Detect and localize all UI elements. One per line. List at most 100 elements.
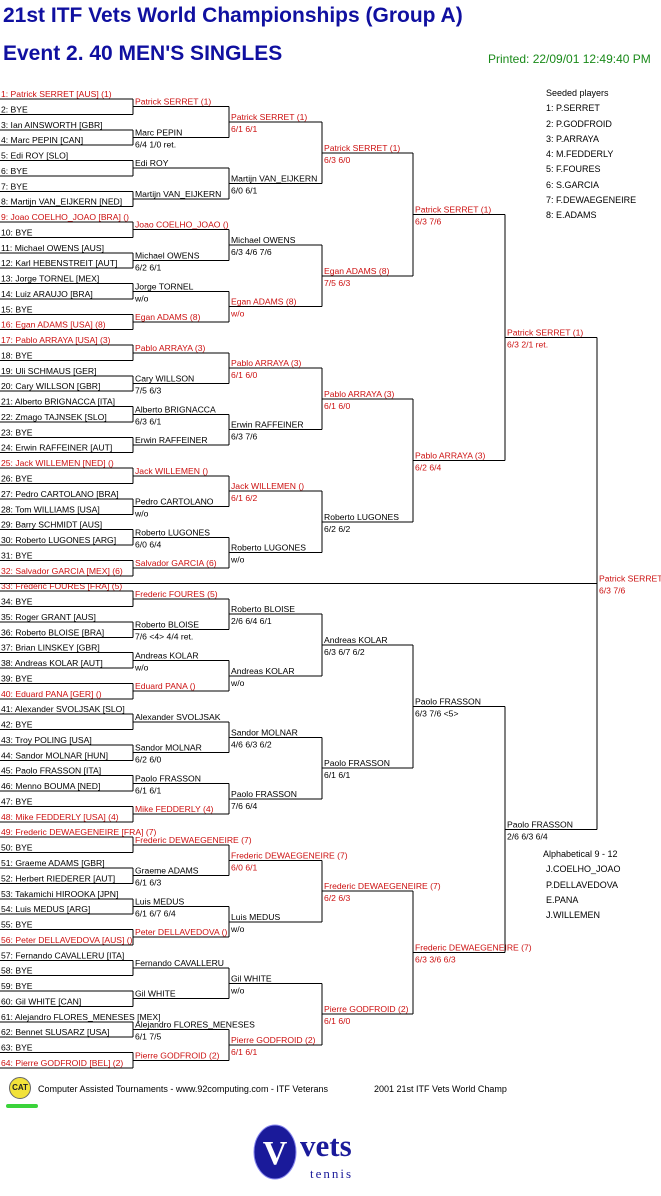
draw-entry: 12: Karl HEBENSTREIT [AUT] [1,258,117,268]
page-title: 21st ITF Vets World Championships (Group… [3,4,463,27]
winner-name: Andreas KOLAR [135,650,199,660]
draw-entry: 32: Salvador GARCIA [MEX] (6) [1,566,123,576]
match-score: 6/3 2/1 ret. [507,339,548,349]
seeded-players-list: Seeded players 1: P.SERRET 2: P.GODFROID… [546,86,636,224]
draw-entry: 1: Patrick SERRET [AUS] (1) [1,89,112,99]
seeded-player: 4: M.FEDDERLY [546,149,614,160]
match-score: w/o [230,924,245,934]
winner-name: Frederic DEWAEGENEIRE (7) [324,881,441,891]
draw-entry: 39: BYE [1,673,33,683]
match-score: 4/6 6/3 6/2 [231,739,272,749]
match-score: 6/1 6/3 [135,878,162,888]
draw-entry: 16: Egan ADAMS [USA] (8) [1,320,106,330]
draw-entry: 13: Jorge TORNEL [MEX] [1,274,99,284]
winner-name: Frederic FOURES (5) [135,589,218,599]
draw-entry: 19: Uli SCHMAUS [GER] [1,366,97,376]
draw-entry: 15: BYE [1,304,33,314]
match-score: 2/6 6/4 6/1 [231,616,272,626]
winner-name: Pablo ARRAYA (3) [415,450,486,460]
winner-name: Egan ADAMS (8) [324,266,390,276]
match-score: 6/1 6/2 [231,493,258,503]
winner-name: Luis MEDUS [135,896,184,906]
match-score: w/o [134,509,149,519]
winner-name: Jack WILLEMEN () [231,481,304,491]
cat-logo-underline [6,1104,38,1108]
draw-entry: 25: Jack WILLEMEN [NED] () [1,458,114,468]
match-score: 6/3 6/7 6/2 [324,647,365,657]
winner-name: Frederic DEWAEGENEIRE (7) [231,850,348,860]
draw-entry: 24: Erwin RAFFEINER [AUT] [1,443,112,453]
match-score: 6/1 6/7 6/4 [135,908,176,918]
match-score: w/o [134,662,149,672]
draw-entry: 34: BYE [1,597,33,607]
winner-name: Roberto LUGONES [135,527,210,537]
draw-entry: 45: Paolo FRASSON [ITA] [1,766,101,776]
alphabetical-player: J.WILLEMEN [546,910,601,921]
winner-name: Pedro CARTOLANO [135,497,214,507]
winner-name: Gil WHITE [231,973,272,983]
winner-name: Michael OWENS [135,250,200,260]
winner-name: Eduard PANA () [135,681,196,691]
draw-entry: 60: Gil WHITE [CAN] [1,996,81,1006]
match-score: 6/1 6/1 [324,770,351,780]
draw-entry: 36: Roberto BLOISE [BRA] [1,627,104,637]
draw-entry: 30: Roberto LUGONES [ARG] [1,535,116,545]
winner-name: Jack WILLEMEN () [135,466,208,476]
winner-name: Peter DELLAVEDOVA () [135,927,227,937]
draw-entry: 35: Roger GRANT [AUS] [1,612,96,622]
match-score: 6/1 6/1 [231,1047,258,1057]
draw-entry: 21: Alberto BRIGNACCA [ITA] [1,397,115,407]
winner-name: Egan ADAMS (8) [231,297,297,307]
winner-name: Pierre GODFROID (2) [135,1050,220,1060]
draw-entry: 51: Graeme ADAMS [GBR] [1,858,105,868]
match-score: 6/1 7/5 [135,1031,162,1041]
match-score: 6/0 6/1 [231,862,258,872]
draw-entry: 38: Andreas KOLAR [AUT] [1,658,103,668]
winner-name: Patrick SERRET (1) [415,204,491,214]
winner-name: Salvador GARCIA (6) [135,558,217,568]
draw-entry: 40: Eduard PANA [GER] () [1,689,102,699]
draw-entry: 29: Barry SCHMIDT [AUS] [1,520,102,530]
match-score: 6/3 4/6 7/6 [231,247,272,257]
match-score: 6/2 6/2 [324,524,351,534]
winner-name: Erwin RAFFEINER [231,420,304,430]
event-title: Event 2. 40 MEN'S SINGLES [3,42,283,65]
draw-entry: 48: Mike FEDDERLY [USA] (4) [1,812,119,822]
match-score: 6/2 6/0 [135,755,162,765]
draw-entry: 59: BYE [1,981,33,991]
draw-entry: 63: BYE [1,1043,33,1053]
match-score: 7/6 <4> 4/4 ret. [135,632,193,642]
winner-name: Patrick SERRET (1) [231,112,307,122]
winner-name: Patrick SERRET (1) [324,143,400,153]
draw-entry: 8: Martijn VAN_EIJKERN [NED] [1,197,122,207]
draw-entry: 4: Marc PEPIN [CAN] [1,135,83,145]
draw-entry: 37: Brian LINSKEY [GBR] [1,643,100,653]
draw-entry: 14: Luiz ARAUJO [BRA] [1,289,93,299]
winner-name: Martijn VAN_EIJKERN [135,189,221,199]
winner-name: Frederic DEWAEGENEIRE (7) [135,835,252,845]
draw-entry: 28: Tom WILLIAMS [USA] [1,504,100,514]
winner-name: Alexander SVOLJSAK [135,712,221,722]
seeded-player: 3: P.ARRAYA [546,133,600,144]
draw-entry: 7: BYE [1,181,28,191]
logo-word: vets [300,1128,352,1163]
match-score: w/o [230,555,245,565]
footer-credits: Computer Assisted Tournaments - www.92co… [38,1084,328,1094]
match-score: w/o [230,985,245,995]
match-score: 6/3 7/6 <5> [415,709,459,719]
match-score: 6/3 3/6 6/3 [415,955,456,965]
winner-name: Egan ADAMS (8) [135,312,201,322]
logo-letter: V [263,1135,288,1172]
footer-event: 2001 21st ITF Vets World Champ [374,1084,507,1094]
draw-entry: 18: BYE [1,350,33,360]
winner-name: Roberto LUGONES [324,512,399,522]
match-score: 6/3 7/6 [415,216,442,226]
winner-name: Pablo ARRAYA (3) [324,389,395,399]
draw-entry: 57: Fernando CAVALLERU [ITA] [1,950,124,960]
draw-entry: 10: BYE [1,227,33,237]
winner-name: Sandor MOLNAR [231,727,298,737]
draw-entry: 3: Ian AINSWORTH [GBR] [1,120,103,130]
logo-globe-icon [254,1125,296,1179]
winner-name: Pierre GODFROID (2) [324,1004,409,1014]
